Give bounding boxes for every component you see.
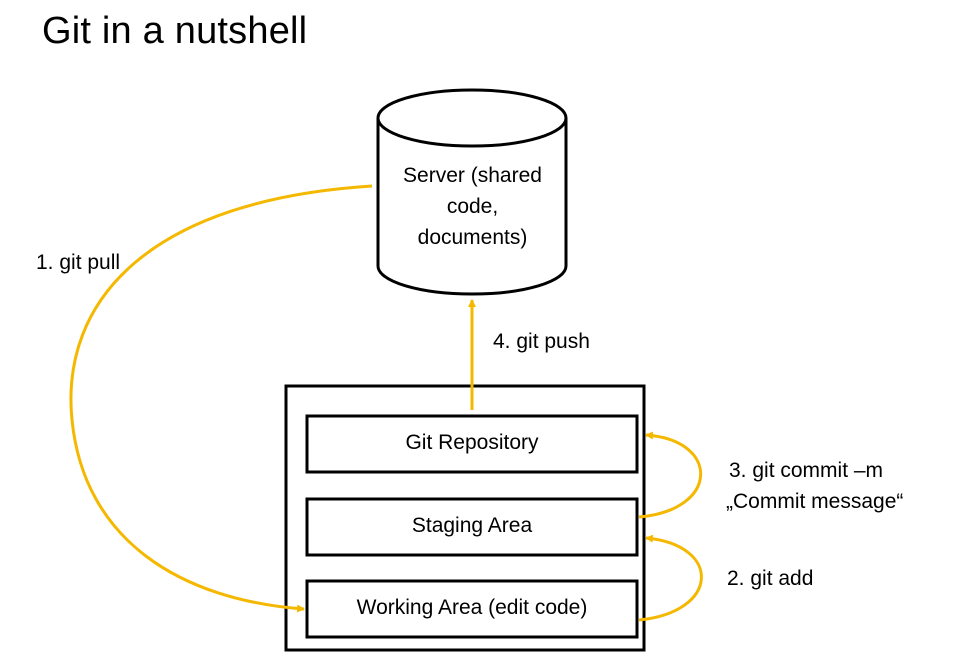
git-push-label: 4. git push <box>493 330 590 353</box>
git-repository-label: Git Repository <box>405 431 539 454</box>
git-commit-label-line2: „Commit message“ <box>726 490 904 513</box>
git-commit-arrow <box>638 431 703 519</box>
git-add-label: 2. git add <box>727 567 814 590</box>
local-machine-frame <box>284 384 646 652</box>
server-label-line: documents) <box>417 226 528 249</box>
server-label-line: code, <box>446 195 499 218</box>
git-add-arrow <box>638 534 703 622</box>
git-pull-arrow <box>69 184 373 613</box>
page-title: Git in a nutshell <box>42 10 308 52</box>
server-label: Server (shared code, documents) <box>380 160 565 253</box>
git-repository-box <box>305 414 639 474</box>
staging-area-box <box>305 497 639 557</box>
working-area-box <box>305 579 639 639</box>
git-commit-label-line1: 3. git commit –m <box>729 459 884 482</box>
server-database-icon <box>376 88 568 296</box>
server-label-line: Server (shared <box>403 164 542 187</box>
staging-area-label: Staging Area <box>411 514 533 537</box>
git-pull-label: 1. git pull <box>36 251 121 274</box>
working-area-label: Working Area (edit code) <box>356 596 588 619</box>
